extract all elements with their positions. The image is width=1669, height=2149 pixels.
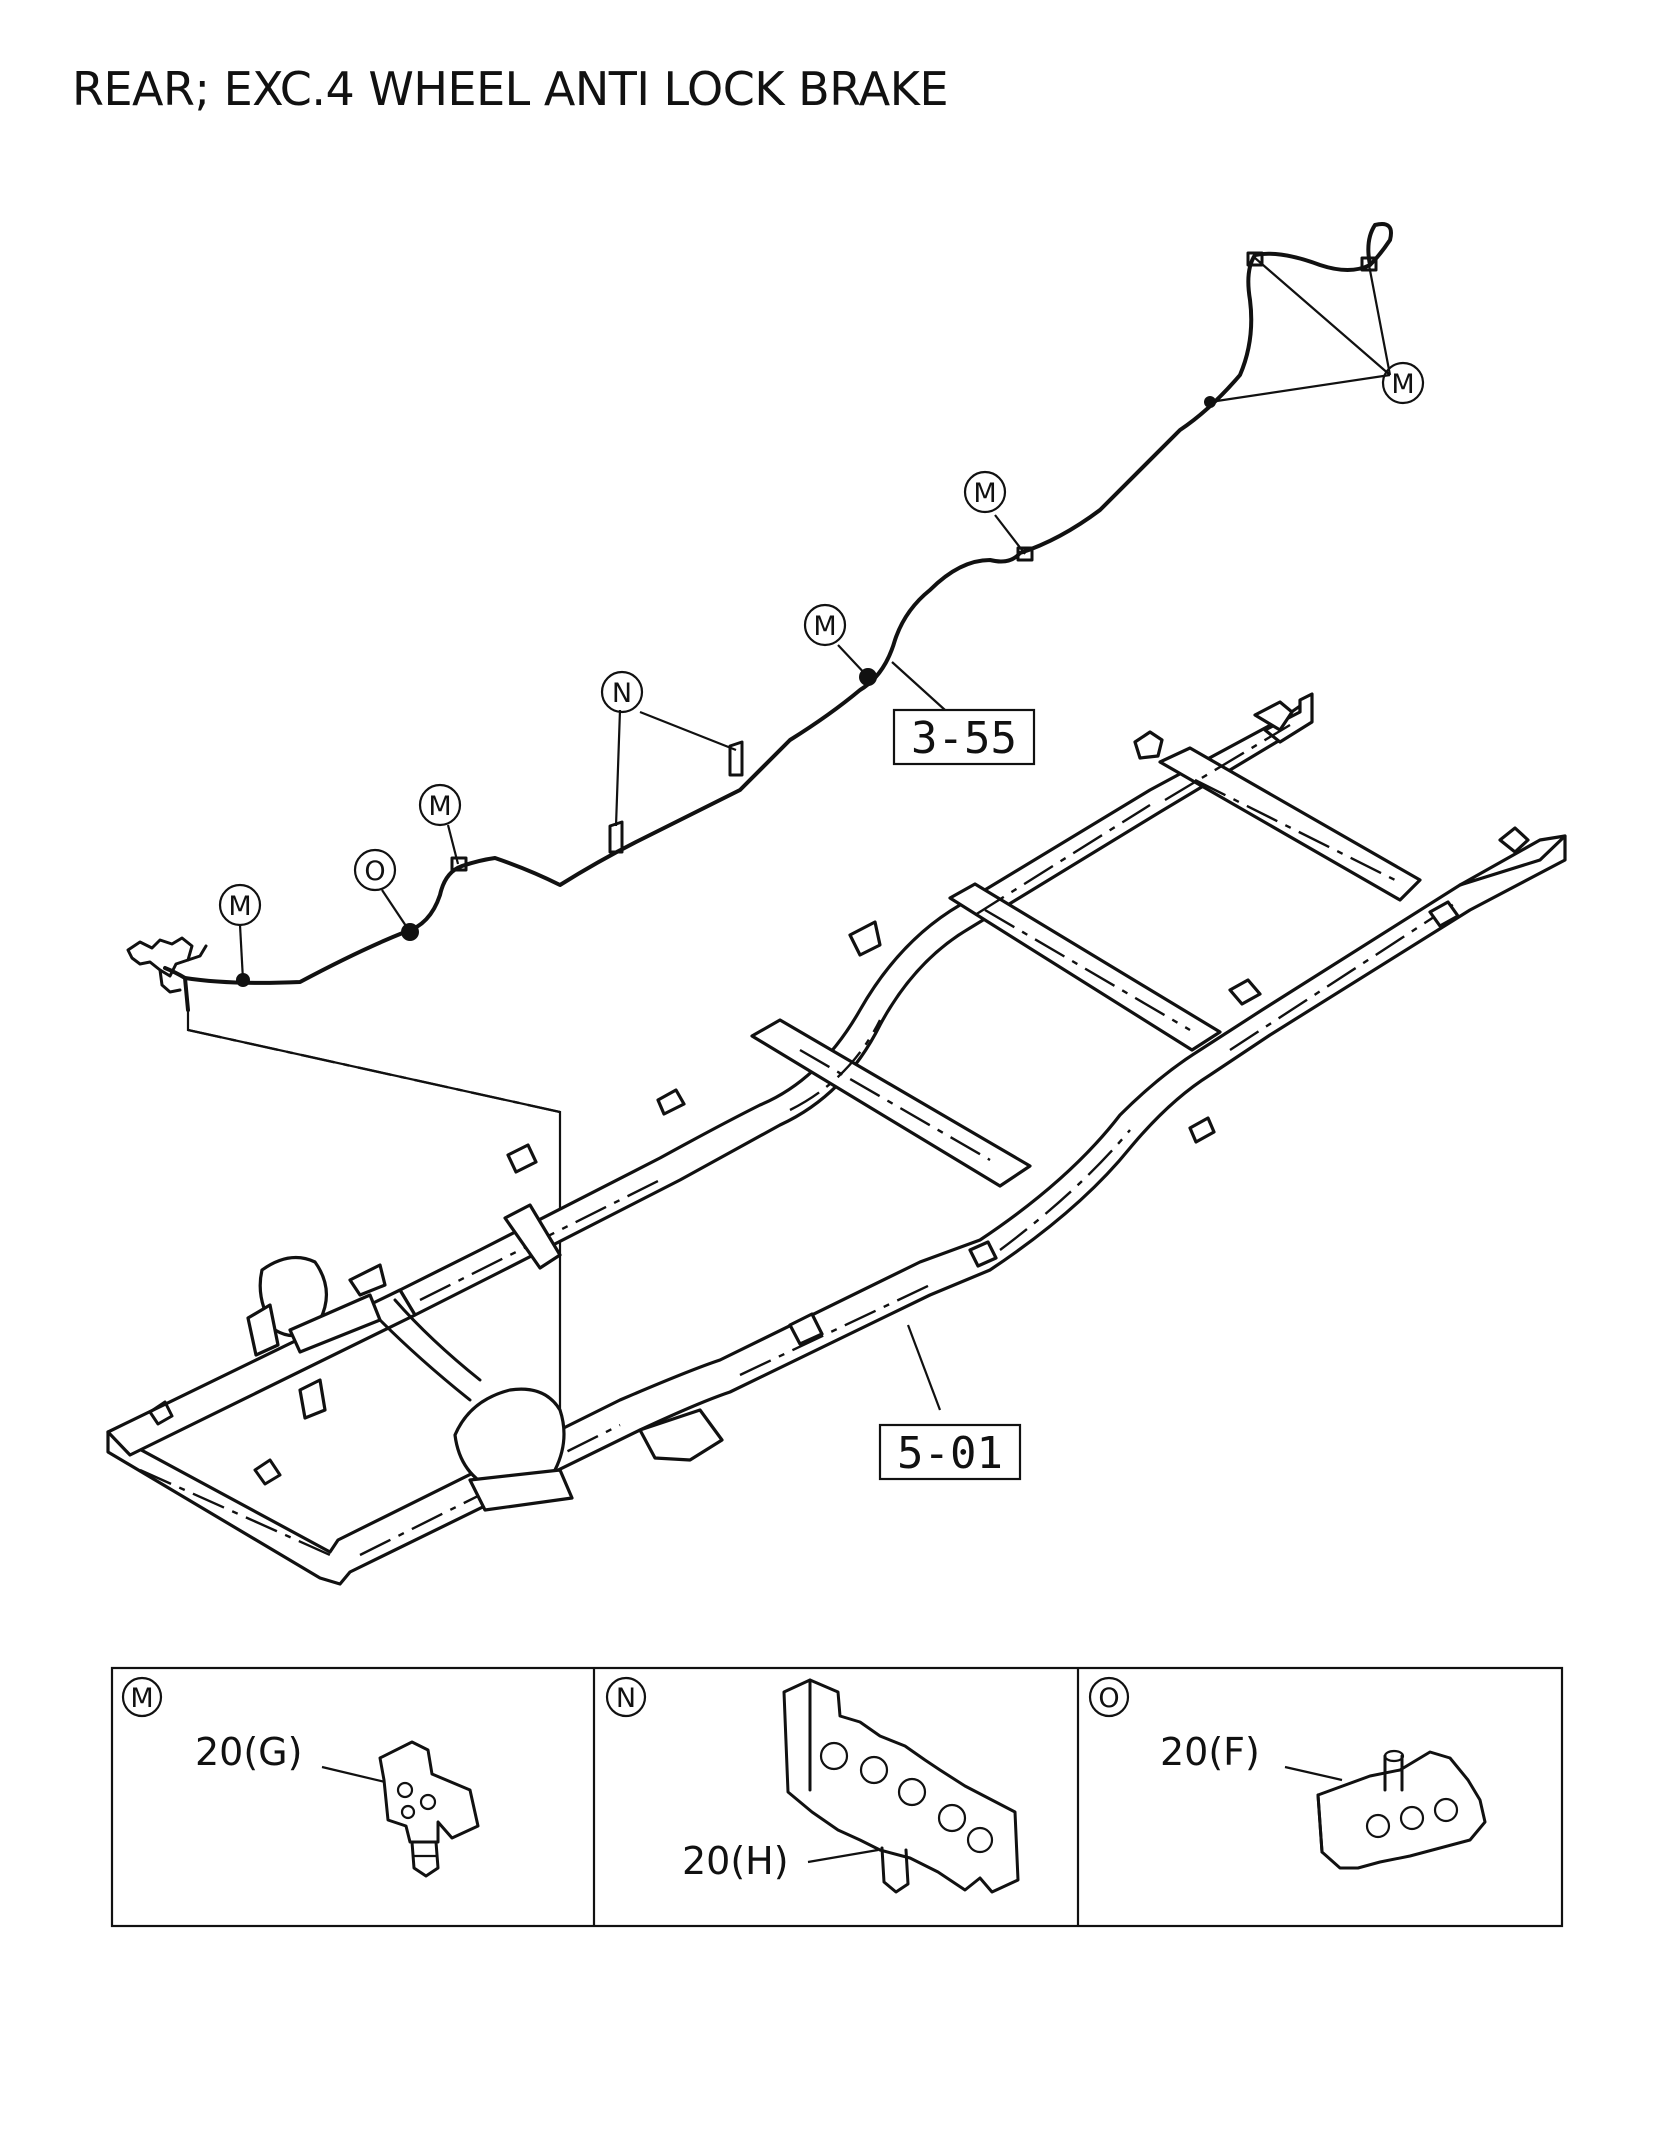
callout-o1-label: O <box>364 856 385 887</box>
detail-n-part: 20(H) <box>682 1839 789 1883</box>
detail-panel-m: M 20(G) <box>121 1676 480 1878</box>
reference-3-55[interactable]: 3-55 <box>891 661 1036 766</box>
callout-m5-label: M <box>1391 369 1414 400</box>
callout-m3-label: M <box>813 611 836 642</box>
detail-panel-n: N 20(H) <box>605 1676 1020 1894</box>
brake-pipe <box>126 222 1393 1410</box>
callout-o1: O <box>353 848 397 892</box>
reference-5-01-label: 5-01 <box>897 1428 1003 1479</box>
callout-m1-label: M <box>228 891 251 922</box>
callout-m3: M <box>803 603 847 647</box>
detail-panels: M 20(G) N 20(H) O <box>110 1666 1564 1928</box>
callout-m4: M <box>963 470 1007 514</box>
callout-m2: M <box>418 783 462 827</box>
reference-3-55-label: 3-55 <box>911 713 1017 764</box>
callout-m4-label: M <box>973 478 996 509</box>
callout-m1: M <box>218 883 262 927</box>
detail-o-key: O <box>1098 1683 1119 1714</box>
callout-n1-label: N <box>612 678 632 709</box>
page-title: REAR; EXC.4 WHEEL ANTI LOCK BRAKE <box>72 62 949 116</box>
detail-m-part: 20(G) <box>195 1730 302 1774</box>
reference-5-01[interactable]: 5-01 <box>878 1423 1022 1481</box>
vehicle-frame <box>106 692 1567 1586</box>
callout-m2-label: M <box>428 791 451 822</box>
detail-panel-o: O 20(F) <box>1088 1676 1487 1870</box>
callout-n1: N <box>600 670 644 714</box>
detail-n-key: N <box>616 1683 636 1714</box>
callout-m5: M <box>1381 361 1425 405</box>
detail-o-part: 20(F) <box>1160 1730 1260 1774</box>
detail-m-key: M <box>130 1683 153 1714</box>
